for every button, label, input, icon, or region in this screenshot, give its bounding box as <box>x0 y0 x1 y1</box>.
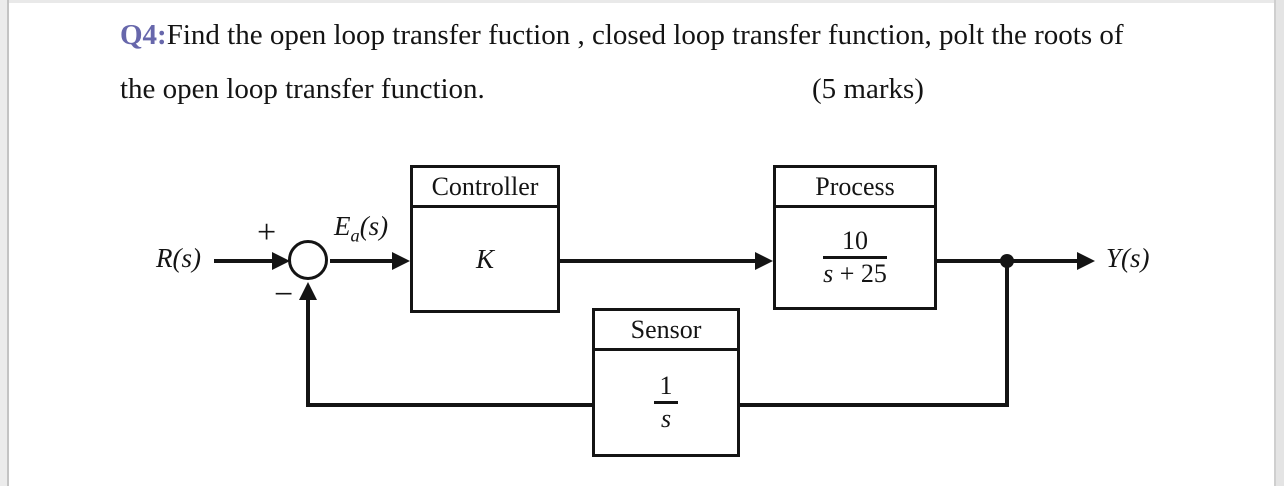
sensor-tf-denominator: s <box>660 404 672 433</box>
sensor-transfer-function: 1 s <box>654 372 678 433</box>
process-tf-den-rest: + 25 <box>833 259 887 288</box>
process-input-arrowhead-icon <box>755 252 773 270</box>
question-number: Q4: <box>120 19 167 51</box>
input-signal-line <box>214 259 274 263</box>
minus-sign: − <box>274 276 294 313</box>
feedback-line-left-vertical <box>306 298 310 407</box>
error-signal-line <box>330 259 394 263</box>
marks-label: (5 marks) <box>812 73 924 105</box>
process-tf-denominator: s + 25 <box>823 260 887 288</box>
feedback-line-right-horizontal <box>740 403 1009 407</box>
output-arrowhead-icon <box>1077 252 1095 270</box>
summing-junction <box>288 240 328 280</box>
controller-input-arrowhead-icon <box>392 252 410 270</box>
feedback-line-right-vertical <box>1005 261 1009 407</box>
controller-gain: K <box>475 243 494 274</box>
question-line1-text: Find the open loop transfer fuction , cl… <box>166 19 1124 51</box>
question-line-1: Q4:Find the open loop transfer fuction ,… <box>120 8 1190 62</box>
question-line-2: the open loop transfer function. (5 marks… <box>120 62 1190 116</box>
feedback-arrowhead-icon <box>299 282 317 300</box>
process-tf-den-var: s <box>823 259 834 288</box>
process-transfer-function: 10 s + 25 <box>823 227 887 288</box>
question-text: Q4:Find the open loop transfer fuction ,… <box>120 8 1190 116</box>
feedback-line-left-horizontal <box>309 403 592 407</box>
fraction-bar <box>823 256 887 259</box>
page-scrollbar-track[interactable] <box>1274 0 1284 486</box>
sensor-block: Sensor 1 s <box>592 308 740 457</box>
input-signal-label: R(s) <box>156 243 201 273</box>
sensor-title: Sensor <box>595 311 737 351</box>
process-block: Process 10 s + 25 <box>773 165 937 310</box>
page-edge-left <box>0 0 9 486</box>
page-edge-top <box>0 0 1284 3</box>
controller-title: Controller <box>413 168 557 208</box>
process-title: Process <box>776 168 934 208</box>
sensor-tf-numerator: 1 <box>659 371 673 400</box>
input-arrowhead-icon <box>272 252 290 270</box>
fraction-bar <box>654 401 678 404</box>
process-tf-numerator: 10 <box>841 226 868 255</box>
error-signal-base: E <box>334 211 351 241</box>
error-signal-args: (s) <box>359 211 389 241</box>
plus-sign: + <box>257 214 277 251</box>
output-signal-label: Y(s) <box>1106 243 1150 273</box>
error-signal-label: Ea(s) <box>334 211 388 246</box>
question-line2-text: the open loop transfer function. <box>120 73 485 105</box>
error-signal-subscript: a <box>350 225 360 246</box>
controller-to-process-line <box>560 259 757 263</box>
controller-block: Controller K <box>410 165 560 313</box>
